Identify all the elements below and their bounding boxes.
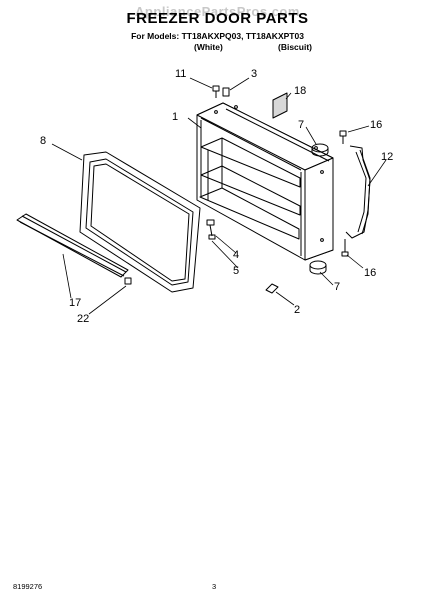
callout-3: 3 — [251, 68, 257, 80]
page-title: FREEZER DOOR PARTS — [126, 10, 309, 27]
hinge-pin — [206, 219, 216, 240]
callout-16-bottom: 16 — [364, 267, 376, 279]
callout-12: 12 — [381, 151, 393, 163]
screw-top-right — [339, 130, 347, 144]
callout-5: 5 — [233, 265, 239, 277]
plug-top — [222, 87, 230, 97]
variant-white: (White) — [194, 42, 223, 52]
door-stop-bottom — [309, 260, 327, 275]
label-part — [272, 92, 288, 119]
variant-biscuit: (Biscuit) — [278, 42, 312, 52]
callout-17: 17 — [69, 297, 81, 309]
door-bracket — [265, 283, 279, 294]
callout-18: 18 — [294, 85, 306, 97]
document-number: 8199276 — [13, 582, 43, 591]
page-number: 3 — [212, 582, 217, 591]
callout-2: 2 — [294, 304, 300, 316]
callout-7-top: 7 — [298, 119, 304, 131]
models-line: For Models: TT18AKXPQ03, TT18AKXPT03 — [131, 31, 304, 41]
callout-7-bottom: 7 — [334, 281, 340, 293]
trim-strip — [16, 213, 132, 285]
screw-top — [212, 85, 220, 98]
callout-11: 11 — [175, 68, 186, 80]
door-handle — [345, 145, 371, 239]
callout-4: 4 — [233, 249, 239, 261]
callout-16-top: 16 — [370, 119, 382, 131]
door-stop-top — [311, 143, 329, 157]
door-liner — [196, 102, 334, 261]
door-gasket — [79, 151, 201, 293]
watermark: AppliancePartsPros.com — [135, 4, 300, 19]
callout-8: 8 — [40, 135, 46, 147]
callout-22: 22 — [77, 313, 89, 325]
screw-bottom-right — [341, 239, 349, 257]
callout-1: 1 — [172, 111, 178, 123]
